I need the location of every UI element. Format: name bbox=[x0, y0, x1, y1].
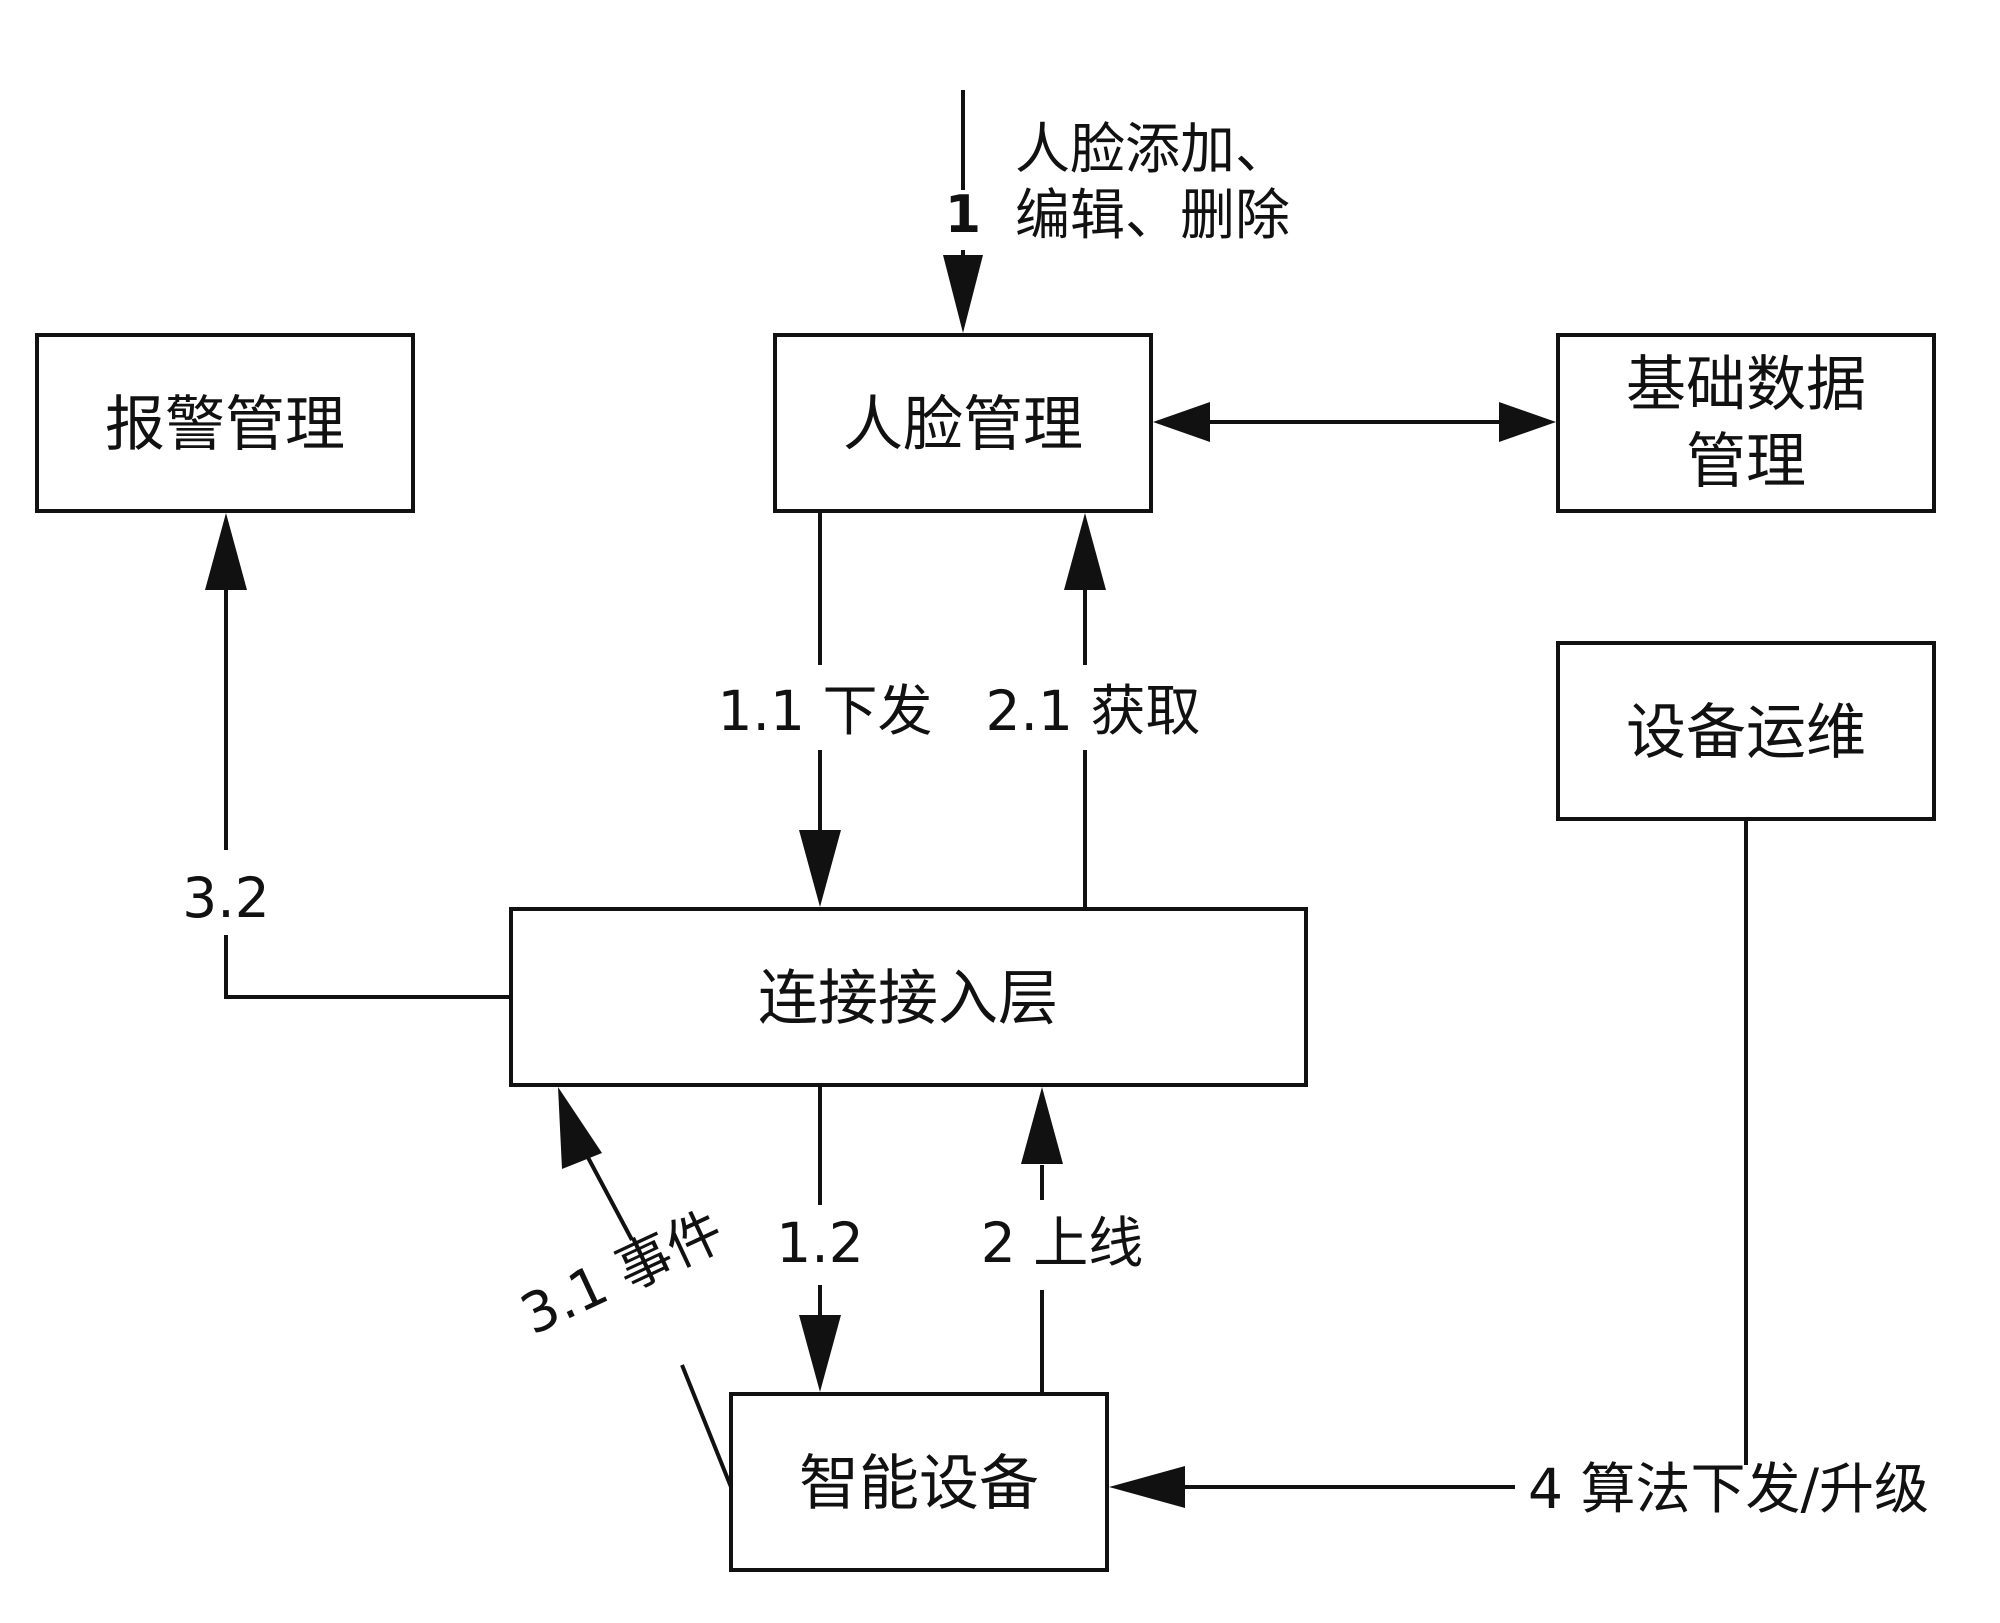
arrowhead-right bbox=[1499, 402, 1556, 442]
edge-4-algorithm-upgrade: 4 算法下发/升级 bbox=[1109, 819, 1929, 1521]
edge-3-2-label: 3.2 bbox=[182, 866, 269, 930]
edge-1-face-edit: 1 人脸添加、 编辑、删除 bbox=[943, 90, 1290, 333]
edge-1-2-label: 1.2 bbox=[776, 1211, 863, 1275]
edge-2-1-fetch: 2.1 获取 bbox=[986, 513, 1201, 909]
node-smart-device: 智能设备 bbox=[729, 1392, 1109, 1572]
arrowhead-edge-3-1 bbox=[558, 1087, 602, 1169]
edge-1-1-dispatch: 1.1 下发 bbox=[718, 511, 933, 907]
node-basic-label-line2: 管理 bbox=[1686, 427, 1806, 497]
node-ops-label: 设备运维 bbox=[1626, 698, 1866, 768]
edge-2-1-label: 2.1 获取 bbox=[986, 679, 1201, 743]
arrowhead-left bbox=[1153, 402, 1210, 442]
node-basic-label-line1: 基础数据 bbox=[1626, 350, 1866, 420]
node-alarm-management: 报警管理 bbox=[35, 333, 415, 513]
edge-4-label: 4 算法下发/升级 bbox=[1528, 1457, 1929, 1521]
node-access-layer: 连接接入层 bbox=[509, 907, 1308, 1087]
node-basic-data-management: 基础数据 管理 bbox=[1556, 333, 1936, 513]
node-device-label: 智能设备 bbox=[799, 1449, 1039, 1519]
arrowhead-edge-2 bbox=[1021, 1087, 1063, 1164]
edge-1-number: 1 bbox=[945, 185, 981, 245]
node-access-label: 连接接入层 bbox=[758, 964, 1058, 1034]
edge-face-basic-bidirectional bbox=[1153, 402, 1556, 442]
arrowhead-edge-1-2 bbox=[799, 1315, 841, 1392]
arrowhead-edge-1 bbox=[943, 255, 983, 333]
arrowhead-edge-4 bbox=[1109, 1466, 1185, 1508]
edge-2-label: 2 上线 bbox=[981, 1211, 1143, 1275]
node-face-management: 人脸管理 bbox=[773, 333, 1153, 513]
edge-3-2-alarm: 3.2 bbox=[182, 513, 511, 999]
edge-1-label-line1: 人脸添加、 bbox=[1015, 117, 1290, 181]
arrowhead-edge-2-1 bbox=[1064, 513, 1106, 590]
edge-1-1-label: 1.1 下发 bbox=[718, 679, 933, 743]
arrowhead-edge-3-2 bbox=[205, 513, 247, 590]
node-face-label: 人脸管理 bbox=[843, 390, 1083, 460]
node-alarm-label: 报警管理 bbox=[105, 390, 345, 460]
node-device-ops: 设备运维 bbox=[1556, 641, 1936, 821]
edge-2-online: 2 上线 bbox=[981, 1087, 1143, 1394]
edge-1-label-line2: 编辑、删除 bbox=[1015, 183, 1290, 247]
arrowhead-edge-1-1 bbox=[799, 830, 841, 907]
edge-3-1-event: 3.1 事件 bbox=[511, 1087, 733, 1488]
edge-1-2-dispatch: 1.2 bbox=[776, 1085, 864, 1392]
